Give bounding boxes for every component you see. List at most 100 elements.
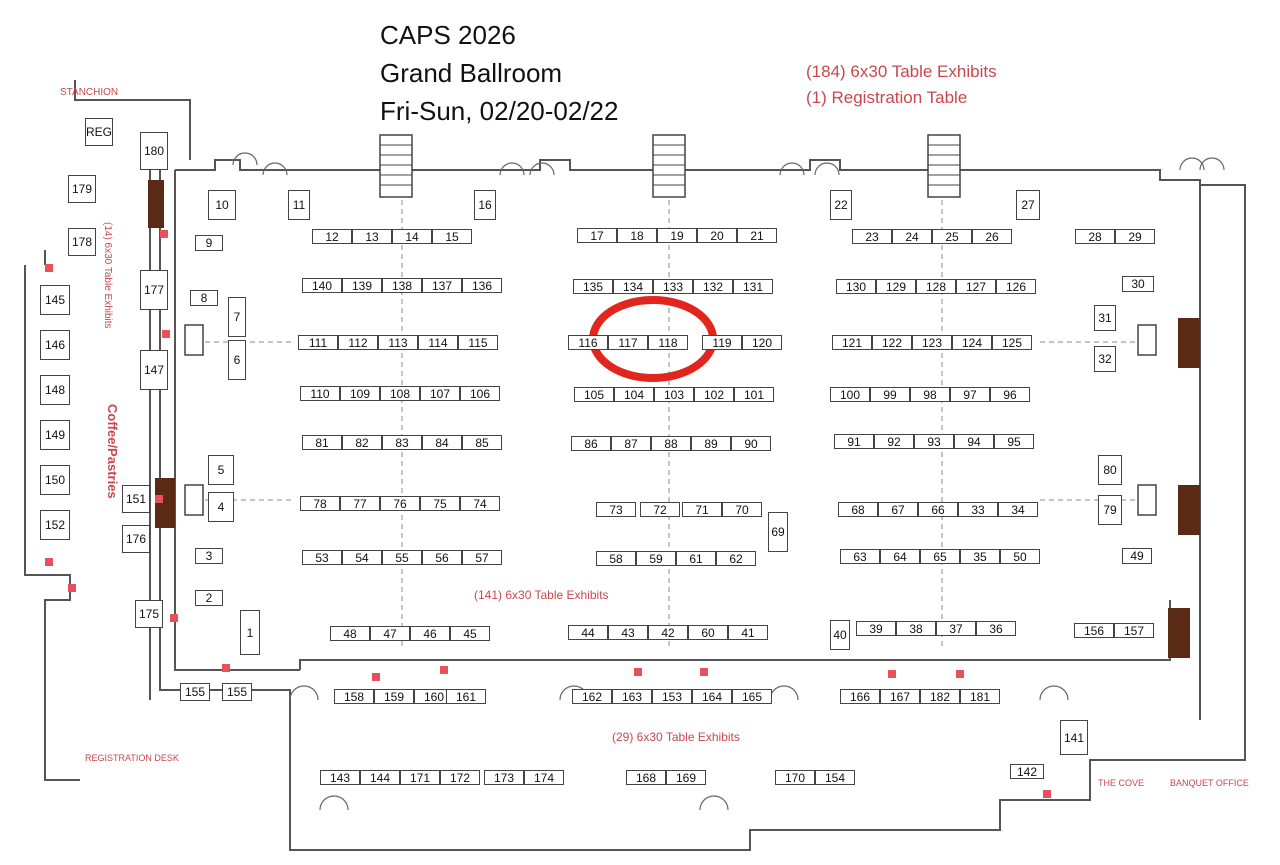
booth-84: 84 — [422, 435, 462, 450]
booth-44: 44 — [568, 625, 608, 640]
booth-110: 110 — [300, 386, 340, 401]
booth-43: 43 — [608, 625, 648, 640]
booth-147: 147 — [140, 350, 168, 390]
booth-78: 78 — [300, 496, 340, 511]
booth-3: 3 — [195, 548, 223, 564]
booth-149: 149 — [40, 420, 70, 450]
booth-10: 10 — [208, 190, 236, 220]
booth-67: 67 — [878, 502, 918, 517]
booth-95: 95 — [994, 434, 1034, 449]
booth-115: 115 — [458, 335, 498, 350]
booth-7: 7 — [228, 297, 246, 337]
booth-57: 57 — [462, 550, 502, 565]
booth-118: 118 — [648, 335, 688, 350]
booth-109: 109 — [340, 386, 380, 401]
booth-117: 117 — [608, 335, 648, 350]
booth-121: 121 — [832, 335, 872, 350]
coffee-label: Coffee/Pastries — [105, 404, 120, 499]
booth-166: 166 — [840, 689, 880, 704]
booth-59: 59 — [636, 551, 676, 566]
booth-8: 8 — [190, 290, 218, 306]
booth-137: 137 — [422, 278, 462, 293]
booth-139: 139 — [342, 278, 382, 293]
booth-105: 105 — [574, 387, 614, 402]
booth-55: 55 — [382, 550, 422, 565]
booth-123: 123 — [912, 335, 952, 350]
booth-24: 24 — [892, 229, 932, 244]
booth-REG: REG — [85, 118, 113, 146]
booth-113: 113 — [378, 335, 418, 350]
booth-126: 126 — [996, 279, 1036, 294]
booth-4: 4 — [208, 492, 234, 522]
booth-104: 104 — [614, 387, 654, 402]
booth-119: 119 — [702, 335, 742, 350]
booth-70: 70 — [722, 502, 762, 517]
booth-154: 154 — [815, 770, 855, 785]
booth-156: 156 — [1074, 623, 1114, 638]
the-cove-label: THE COVE — [1098, 778, 1145, 788]
staircases — [184, 134, 1157, 516]
power-markers — [45, 230, 1051, 798]
booth-169: 169 — [666, 770, 706, 785]
booth-100: 100 — [830, 387, 870, 402]
booth-134: 134 — [613, 279, 653, 294]
booth-63: 63 — [840, 549, 880, 564]
booth-114: 114 — [418, 335, 458, 350]
booth-29: 29 — [1115, 229, 1155, 244]
booth-127: 127 — [956, 279, 996, 294]
booth-146: 146 — [40, 330, 70, 360]
booth-112: 112 — [338, 335, 378, 350]
booth-21: 21 — [737, 228, 777, 243]
booth-74: 74 — [460, 496, 500, 511]
booth-60: 60 — [688, 625, 728, 640]
booth-103: 103 — [654, 387, 694, 402]
booth-99: 99 — [870, 387, 910, 402]
booth-160: 160 — [414, 689, 454, 704]
booth-62: 62 — [716, 551, 756, 566]
ballroom-walls — [24, 80, 1246, 851]
booth-125: 125 — [992, 335, 1032, 350]
booth-87: 87 — [611, 436, 651, 451]
booth-27: 27 — [1016, 190, 1040, 220]
stanchion-label: STANCHION — [60, 87, 119, 98]
booth-88: 88 — [651, 436, 691, 451]
booth-61: 61 — [676, 551, 716, 566]
booth-76: 76 — [380, 496, 420, 511]
booth-12: 12 — [312, 229, 352, 244]
booth-77: 77 — [340, 496, 380, 511]
booth-163: 163 — [612, 689, 652, 704]
booth-50: 50 — [1000, 549, 1040, 564]
booth-69: 69 — [768, 512, 788, 552]
booth-36: 36 — [976, 621, 1016, 636]
registration-desk-label: REGISTRATION DESK — [85, 753, 179, 763]
booth-116: 116 — [568, 335, 608, 350]
booth-130: 130 — [836, 279, 876, 294]
booth-34: 34 — [998, 502, 1038, 517]
booth-26: 26 — [972, 229, 1012, 244]
event-dates: Fri-Sun, 02/20-02/22 — [380, 96, 619, 126]
booth-31: 31 — [1094, 305, 1116, 331]
center-exhibits-label: (141) 6x30 Table Exhibits — [474, 588, 609, 602]
booth-106: 106 — [460, 386, 500, 401]
booth-155: 155 — [222, 683, 252, 701]
booth-81: 81 — [302, 435, 342, 450]
summary-exhibits: (184) 6x30 Table Exhibits — [806, 62, 997, 81]
banquet-office-label: BANQUET OFFICE — [1170, 778, 1249, 788]
booth-58: 58 — [596, 551, 636, 566]
booth-5: 5 — [208, 455, 234, 485]
booth-93: 93 — [914, 434, 954, 449]
guide-lines — [205, 200, 1138, 650]
booth-49: 49 — [1122, 548, 1152, 564]
booth-131: 131 — [733, 279, 773, 294]
booth-65: 65 — [920, 549, 960, 564]
booth-108: 108 — [380, 386, 420, 401]
booth-13: 13 — [352, 229, 392, 244]
booth-23: 23 — [852, 229, 892, 244]
booth-89: 89 — [691, 436, 731, 451]
booth-135: 135 — [573, 279, 613, 294]
booth-75: 75 — [420, 496, 460, 511]
booth-179: 179 — [68, 175, 96, 203]
summary-registration: (1) Registration Table — [806, 88, 968, 107]
booth-85: 85 — [462, 435, 502, 450]
